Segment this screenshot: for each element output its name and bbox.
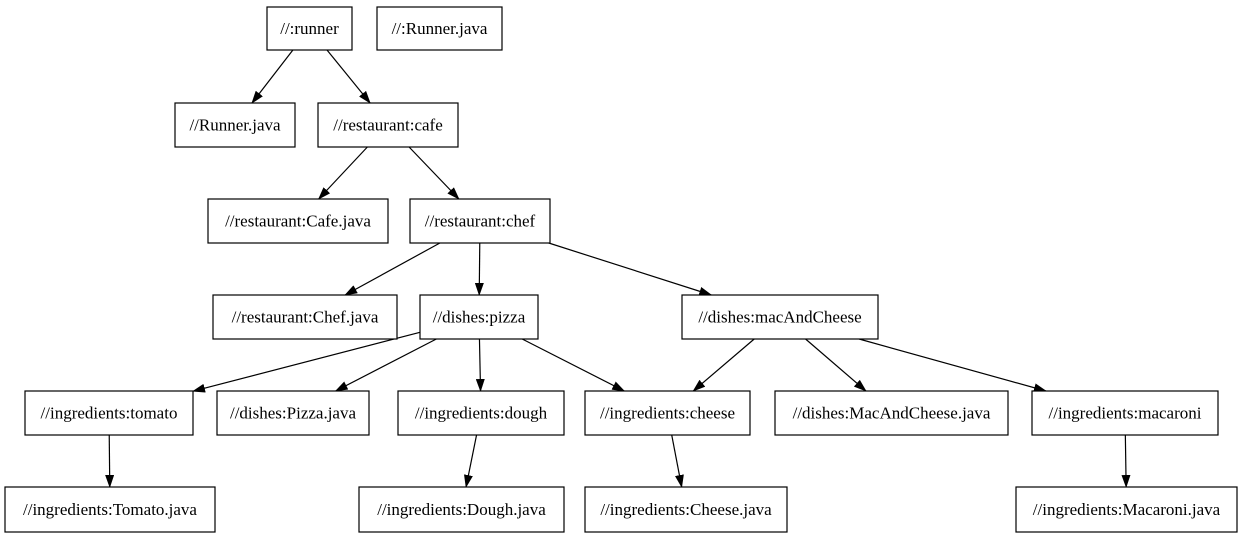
node-box-cheese-java: [584, 486, 788, 533]
graph-node-dough: //ingredients:dough: [397, 390, 565, 436]
node-box-macaroni: [1031, 390, 1219, 436]
node-label-cafe: //restaurant:cafe: [333, 116, 443, 135]
graph-node-cheese-java: //ingredients:Cheese.java: [584, 486, 788, 533]
edge-runner-to-cafe: [326, 49, 371, 104]
node-box-tomato: [24, 390, 194, 436]
node-label-macaroni-java: //ingredients:Macaroni.java: [1033, 500, 1221, 519]
nodes-layer: //:runner //:Runner.java //Runner.java //re…: [4, 6, 1238, 533]
node-box-dough: [397, 390, 565, 436]
node-label-runner-java-top: //:Runner.java: [392, 19, 488, 38]
edge-macaroni-to-macaroni-java: [1121, 434, 1131, 488]
edge-tomato-to-tomato-java: [105, 434, 115, 488]
edge-cheese-to-cheese-java: [671, 434, 684, 488]
node-box-dough-java: [358, 486, 565, 533]
node-box-mac-and-cheese-java: [774, 390, 1009, 436]
edge-mac-and-cheese-to-cheese: [692, 338, 755, 392]
edge-pizza-to-dough: [475, 338, 485, 392]
edge-runner-to-runner-java: [251, 49, 294, 104]
node-box-runner: [266, 6, 353, 51]
edge-chef-to-mac-and-cheese: [548, 242, 713, 296]
node-box-runner-java: [174, 102, 296, 148]
node-label-chef: //restaurant:chef: [425, 212, 536, 231]
graph-node-runner-java: //Runner.java: [174, 102, 296, 148]
node-box-macaroni-java: [1015, 486, 1238, 533]
node-box-chef: [409, 198, 551, 244]
node-label-macaroni: //ingredients:macaroni: [1049, 404, 1202, 423]
edge-pizza-to-pizza-java: [334, 338, 437, 392]
edge-cafe-to-cafe-java: [317, 146, 368, 200]
graph-node-macaroni-java: //ingredients:Macaroni.java: [1015, 486, 1238, 533]
node-label-runner: //:runner: [280, 19, 339, 38]
graph-node-pizza: //dishes:pizza: [419, 294, 539, 340]
edge-pizza-to-cheese: [521, 338, 626, 392]
node-box-cafe: [317, 102, 459, 148]
node-label-cheese: //ingredients:cheese: [600, 404, 735, 423]
graph-node-chef: //restaurant:chef: [409, 198, 551, 244]
graph-node-tomato-java: //ingredients:Tomato.java: [4, 486, 216, 533]
edge-pizza-to-tomato: [192, 331, 421, 393]
node-label-cheese-java: //ingredients:Cheese.java: [600, 500, 772, 519]
node-box-pizza: [419, 294, 539, 340]
graph-node-cafe-java: //restaurant:Cafe.java: [207, 198, 389, 244]
edge-chef-to-chef-java: [344, 242, 441, 296]
node-label-tomato: //ingredients:tomato: [41, 404, 178, 423]
node-label-pizza-java: //dishes:Pizza.java: [230, 404, 357, 423]
node-label-runner-java: //Runner.java: [189, 116, 281, 135]
edges-layer: [105, 49, 1131, 488]
node-label-dough: //ingredients:dough: [415, 404, 548, 423]
graph-node-cafe: //restaurant:cafe: [317, 102, 459, 148]
edge-chef-to-pizza: [474, 242, 484, 296]
node-label-dough-java: //ingredients:Dough.java: [377, 500, 546, 519]
node-label-tomato-java: //ingredients:Tomato.java: [23, 500, 197, 519]
node-box-tomato-java: [4, 486, 216, 533]
node-box-runner-java-top: [376, 6, 503, 51]
graph-node-macaroni: //ingredients:macaroni: [1031, 390, 1219, 436]
node-label-mac-and-cheese-java: //dishes:MacAndCheese.java: [793, 404, 991, 423]
node-label-pizza: //dishes:pizza: [433, 308, 526, 327]
edge-dough-to-dough-java: [464, 434, 478, 488]
node-label-cafe-java: //restaurant:Cafe.java: [225, 212, 371, 231]
node-box-chef-java: [212, 294, 398, 340]
graph-node-pizza-java: //dishes:Pizza.java: [216, 390, 370, 436]
edge-cafe-to-chef: [408, 146, 460, 200]
node-box-mac-and-cheese: [681, 294, 879, 340]
node-box-pizza-java: [216, 390, 370, 436]
node-label-chef-java: //restaurant:Chef.java: [232, 308, 379, 327]
node-box-cafe-java: [207, 198, 389, 244]
graph-node-runner: //:runner: [266, 6, 353, 51]
node-box-cheese: [584, 390, 751, 436]
graph-node-runner-java-top: //:Runner.java: [376, 6, 503, 51]
graph-node-chef-java: //restaurant:Chef.java: [212, 294, 398, 340]
node-label-mac-and-cheese: //dishes:macAndCheese: [698, 308, 861, 327]
graph-node-mac-and-cheese: //dishes:macAndCheese: [681, 294, 879, 340]
edge-mac-and-cheese-to-macaroni: [858, 338, 1047, 393]
graph-node-tomato: //ingredients:tomato: [24, 390, 194, 436]
graph-node-mac-and-cheese-java: //dishes:MacAndCheese.java: [774, 390, 1009, 436]
graph-node-cheese: //ingredients:cheese: [584, 390, 751, 436]
edge-mac-and-cheese-to-mac-and-cheese-java: [805, 338, 867, 392]
graph-node-dough-java: //ingredients:Dough.java: [358, 486, 565, 533]
